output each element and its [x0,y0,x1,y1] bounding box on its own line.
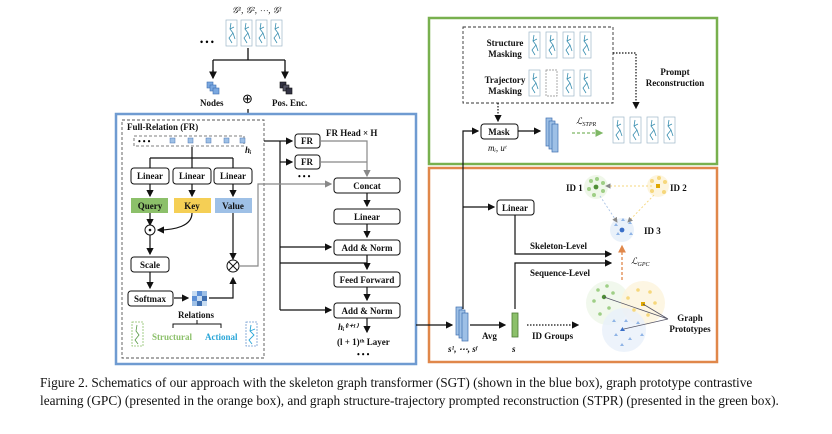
linear-projection-box: Linear [333,208,401,225]
positional-encoding-icon [279,81,293,95]
sequence-level-label: Sequence-Level [530,268,590,278]
value-box: Value [215,198,252,213]
mask-params-label: mᵢ, uᵗ [488,143,507,153]
id1-cluster [584,175,608,199]
linear-key-box: Linear [172,167,212,185]
graph-sequence-label: 𝒢¹, 𝒢², ⋯, 𝒢ᶠ [232,5,282,15]
sgt-box-border [114,112,418,366]
sgt-box: Full-Relation (FR) • • • hᵢ Linear Linea… [114,112,418,366]
layer-ellipsis: • • • [357,350,370,359]
svg-text:Scale: Scale [140,260,160,270]
structural-skeleton-icon [131,321,144,347]
svg-text:Softmax: Softmax [134,294,166,304]
trajectory-masked-frames [528,69,592,97]
input-skeleton-frames [225,19,283,47]
scale-box: Scale [130,256,170,273]
svg-text:Query: Query [138,201,163,211]
fr-head-label: FR Head × H [326,128,377,138]
query-box: Query [131,198,168,213]
softmax-box: Softmax [127,290,174,307]
svg-text:Mask: Mask [488,127,510,137]
structure-masking-label-1: Structure [487,38,524,48]
next-layer-label: (l + 1)ᵗʰ Layer [337,337,390,347]
id1-label: ID 1 [566,183,583,193]
feed-forward-box: Feed Forward [333,271,401,288]
sequence-embedding-bar [511,312,519,338]
full-relation-title: Full-Relation (FR) [127,122,198,132]
structural-label: Structural [152,332,192,342]
linear-value-box: Linear [213,167,253,185]
svg-text:Add & Norm: Add & Norm [342,243,394,253]
svg-text:Key: Key [184,201,200,211]
blue-prototype [620,327,625,331]
caption-line-1: Figure 2. Schematics of our approach wit… [40,375,753,390]
mask-box: Mask [480,123,519,140]
gpc-box-border [427,166,719,364]
stpr-box-border [427,16,719,166]
h-i-label: hᵢ [245,145,252,155]
svg-text:Feed Forward: Feed Forward [340,275,395,285]
caption-line-2: learning (GPC) (presented in the orange … [40,393,779,408]
svg-text:Linear: Linear [137,171,163,181]
svg-text:Add & Norm: Add & Norm [342,306,394,316]
relation-matrix-icon [192,291,207,306]
method-diagram: 𝒢¹, 𝒢², ⋯, 𝒢ᶠ • • • Nodes ⊕ Pos. Enc. Fu… [114,5,719,366]
masked-feature-stack [545,117,559,153]
pos-enc-label: Pos. Enc. [272,98,307,108]
graph-prototypes-label-2: Prototypes [669,324,711,334]
actional-label: Actional [205,332,238,342]
full-relation-dashed-box [121,119,265,359]
relations-label: Relations [178,310,214,320]
nodes-label: Nodes [200,98,224,108]
graph-prototypes-label-1: Graph [677,313,703,323]
id3-cluster [610,218,634,242]
token-squares [169,137,246,144]
nodes-icon [206,81,220,95]
add-norm-1-box: Add & Norm [333,239,401,256]
id2-label: ID 2 [670,183,687,193]
s-label: s [511,344,516,354]
input-section: 𝒢¹, 𝒢², ⋯, 𝒢ᶠ • • • Nodes ⊕ Pos. Enc. [200,5,307,130]
prompt-reconstruction-label-2: Reconstruction [646,78,705,88]
prompt-reconstruction-label-1: Prompt [660,67,689,77]
svg-text:FR: FR [301,157,313,167]
gpc-box: Linear Skeleton-Level Sequence-Level s¹,… [416,127,719,364]
trajectory-masking-label-1: Trajectory [485,75,526,85]
svg-text:Concat: Concat [353,181,381,191]
gpc-linear-box: Linear [496,199,535,216]
trajectory-masking-label-2: Masking [488,86,522,96]
svg-text:Linear: Linear [354,212,380,222]
add-operator-icon: ⊕ [242,91,253,106]
sequence-feature-stack [455,306,469,342]
concat-box: Concat [333,177,401,194]
stpr-box: Structure Masking Trajectory Masking Pro… [427,16,719,166]
skeleton-level-label: Skeleton-Level [530,241,587,251]
svg-text:Linear: Linear [502,203,528,213]
masking-dashed-box [462,26,614,104]
svg-text:Linear: Linear [220,171,246,181]
linear-query-box: Linear [130,167,170,185]
structure-masking-label-2: Masking [488,49,522,59]
prototype-pointer-lines [603,296,669,330]
input-split-arrow [212,48,286,72]
actional-skeleton-icon [245,321,258,347]
id3-label: ID 3 [644,226,661,236]
fr-head-2: FR [294,154,321,170]
input-ellipsis: • • • [200,37,214,47]
fr-head-ellipsis: • • • [298,172,311,181]
svg-text:FR: FR [301,136,313,146]
svg-text:Linear: Linear [179,171,205,181]
figure-caption: Figure 2. Schematics of our approach wit… [40,374,820,410]
token-ellipsis: • • • [138,137,151,146]
sequence-features-label: s¹, ⋯, sᶠ [447,344,479,354]
key-box: Key [174,198,211,213]
avg-label: Avg [482,331,497,341]
fr-head-1: FR [294,133,321,149]
id-groups-label: ID Groups [532,331,574,341]
h-next-label: hᵢ⁽ˡ⁺¹⁾ [338,322,360,332]
svg-text:Value: Value [222,201,244,211]
add-norm-2-box: Add & Norm [333,302,401,319]
id2-cluster [647,175,669,197]
